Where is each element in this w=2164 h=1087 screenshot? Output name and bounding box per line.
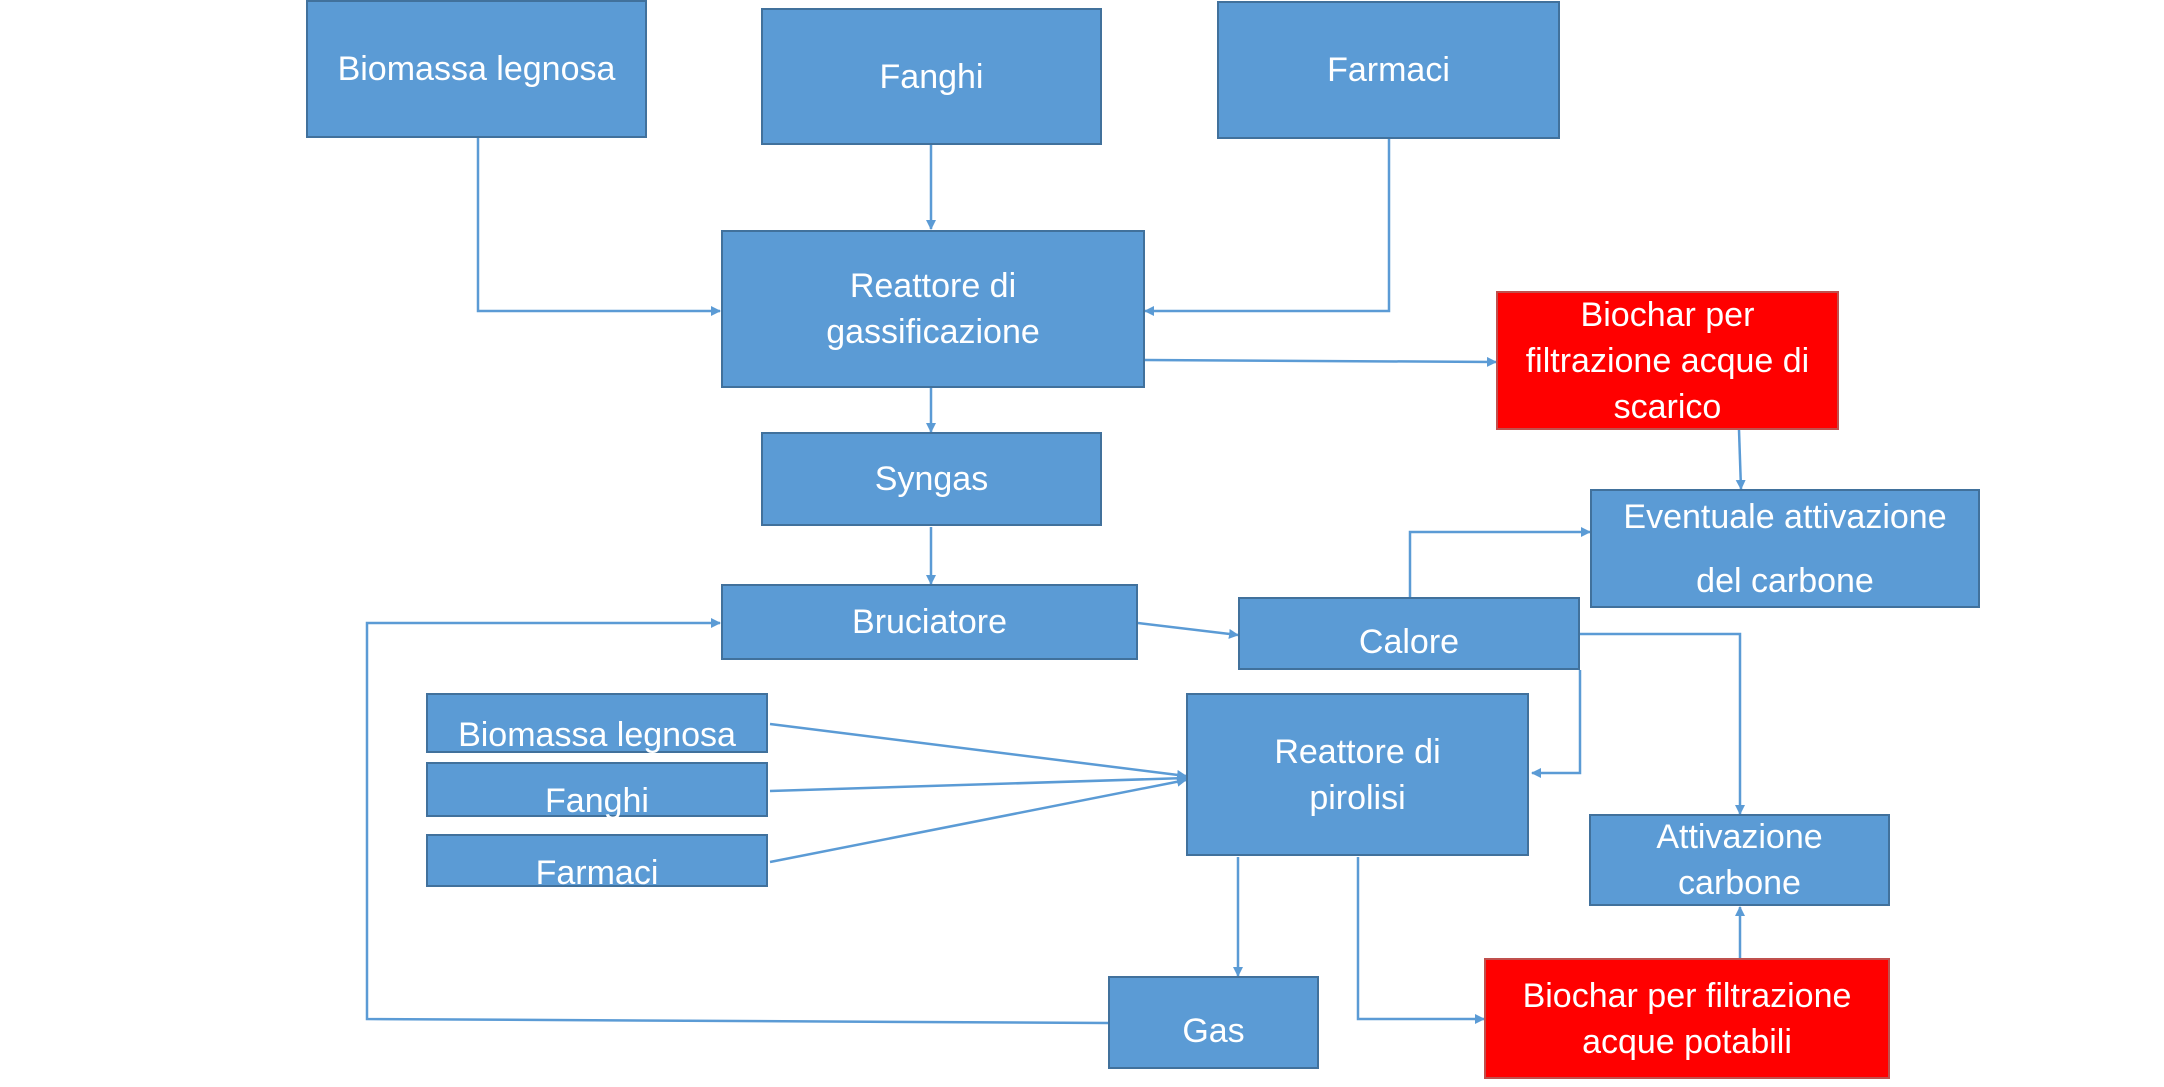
node-heat: Calore <box>1238 597 1580 670</box>
node-pyro-biomass: Biomassa legnosa <box>426 693 768 754</box>
node-carbon-activation: Attivazione carbone <box>1589 814 1890 906</box>
node-label: Farmaci <box>1327 51 1450 89</box>
node-label: Syngas <box>874 460 989 498</box>
node-label: Calore <box>1358 622 1460 661</box>
node-syngas: Syngas <box>761 432 1102 526</box>
node-gas: Gas <box>1108 976 1319 1069</box>
node-top-biomass: Biomassa legnosa <box>306 0 647 138</box>
node-pyro-drugs: Farmaci <box>426 834 768 892</box>
node-label: Gas <box>1182 1011 1245 1050</box>
arrow-biomass-to-gasifier <box>476 136 721 316</box>
node-label: Biochar per filtrazione acque potabili <box>1522 976 1852 1061</box>
node-label: Attivazione carbone <box>1656 818 1823 902</box>
node-pyrolysis-reactor: Reattore di pirolisi <box>1186 693 1529 856</box>
node-top-drugs: Farmaci <box>1217 1 1560 139</box>
node-label: Reattore di pirolisi <box>1274 732 1441 817</box>
node-pyro-sludge: Fanghi <box>426 762 768 820</box>
node-top-sludge: Fanghi <box>761 8 1102 145</box>
arrow-burner-to-heat <box>1137 621 1239 639</box>
arrow-gasifier-to-biochar-wastewater <box>1144 356 1497 367</box>
arrow-pyro-drugs-to-pyrolysis <box>769 776 1187 864</box>
arrow-heat-to-pyrolysis <box>1531 670 1582 778</box>
node-gasification-reactor: Reattore di gassificazione <box>721 230 1145 388</box>
arrow-pyrolysis-to-biochar-drinking <box>1356 857 1485 1024</box>
node-label: Reattore di gassificazione <box>826 267 1040 351</box>
node-label: Biomassa legnosa <box>458 716 736 754</box>
node-biochar-drinking-water: Biochar per filtrazione acque potabili <box>1484 958 1890 1079</box>
node-biochar-wastewater: Biochar per filtrazione acque di scarico <box>1496 291 1839 430</box>
node-label: Fanghi <box>545 781 649 820</box>
node-label: Bruciatore <box>852 603 1007 641</box>
node-label: Farmaci <box>535 853 659 892</box>
arrow-gas-to-burner <box>365 618 1109 1025</box>
node-label: Biomassa legnosa <box>337 50 616 88</box>
node-burner: Bruciatore <box>721 584 1138 660</box>
node-label: Fanghi <box>879 57 984 96</box>
arrow-biochar-to-optional-activation <box>1735 429 1746 490</box>
arrow-drugs-to-gasifier <box>1144 138 1391 316</box>
node-label: Eventuale attivazione del carbone <box>1623 497 1947 600</box>
arrow-pyro-sludge-to-pyrolysis <box>769 773 1187 793</box>
node-optional-carbon-activation: Eventuale attivazione del carbone <box>1590 489 1980 608</box>
arrow-heat-to-activation <box>1580 632 1745 815</box>
arrow-heat-to-optional-activation <box>1408 527 1591 597</box>
arrow-pyro-biomass-to-pyrolysis <box>769 722 1187 780</box>
node-label: Biochar per filtrazione acque di scarico <box>1525 295 1810 426</box>
